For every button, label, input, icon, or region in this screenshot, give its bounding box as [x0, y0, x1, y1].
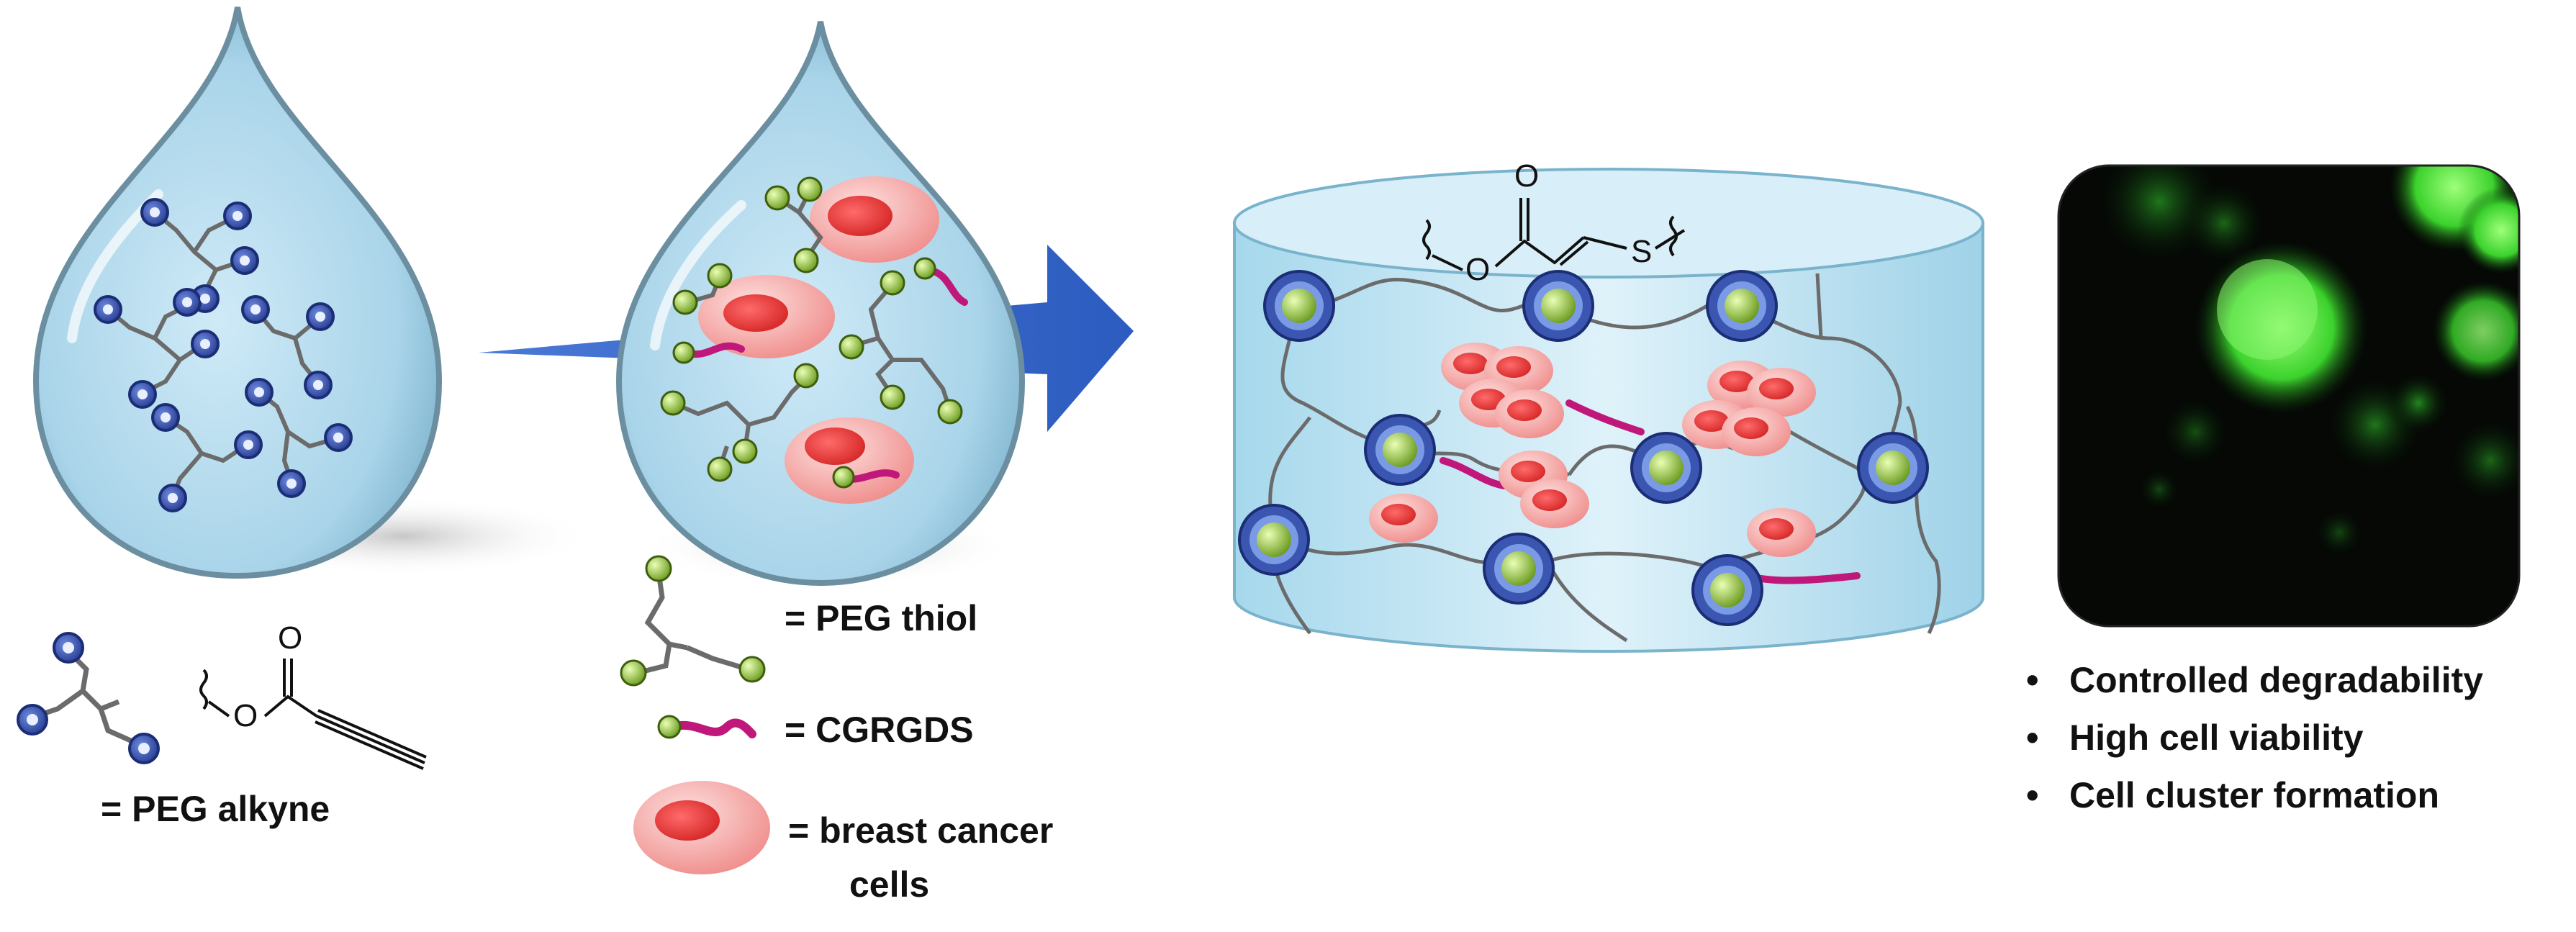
- propiolate-ester-oxygen: O: [233, 698, 258, 733]
- outcome-list: Controlled degradability High cell viabi…: [2026, 651, 2483, 824]
- droplet-peg-alkyne: [32, 6, 590, 579]
- legend-peg-thiol-icon: [620, 555, 766, 687]
- gel-sulfur: S: [1631, 234, 1653, 269]
- fluorescence-micrograph: [2057, 164, 2521, 628]
- propiolate-structure: [199, 659, 427, 770]
- legend-peg-alkyne-icon: [17, 632, 160, 764]
- legend-cgrgds-icon: [657, 715, 756, 739]
- thiol-beads-in-droplet: [660, 176, 963, 489]
- gel-carbonyl-oxygen: O: [1514, 158, 1540, 194]
- legend-peg-thiol-label: = PEG thiol: [785, 598, 978, 638]
- cells-in-droplet: [698, 176, 939, 504]
- outcome-item: Controlled degradability: [2026, 651, 2483, 709]
- hydrogel-cylinder: [1233, 168, 1984, 653]
- legend-breast-cancer-label: = breast cancer: [788, 810, 1054, 851]
- legend-breast-cancer-label-line2: cells: [849, 864, 930, 905]
- gel-ester-oxygen: O: [1465, 252, 1491, 287]
- legend-peg-alkyne-label: = PEG alkyne: [101, 789, 330, 829]
- droplet-precursor-mix: [615, 21, 1026, 587]
- gel-cells: [1369, 343, 1816, 557]
- alkyne-rings-in-gel: [1238, 270, 1929, 626]
- legend-cgrgds-label: = CGRGDS: [785, 710, 974, 750]
- outcome-item: High cell viability: [2026, 709, 2483, 766]
- propiolate-carbonyl-oxygen: O: [278, 620, 303, 656]
- legend-cancer-cell-icon: [633, 781, 770, 874]
- thioether-linkage-structure: [1422, 198, 1686, 271]
- outcome-item: Cell cluster formation: [2026, 766, 2483, 824]
